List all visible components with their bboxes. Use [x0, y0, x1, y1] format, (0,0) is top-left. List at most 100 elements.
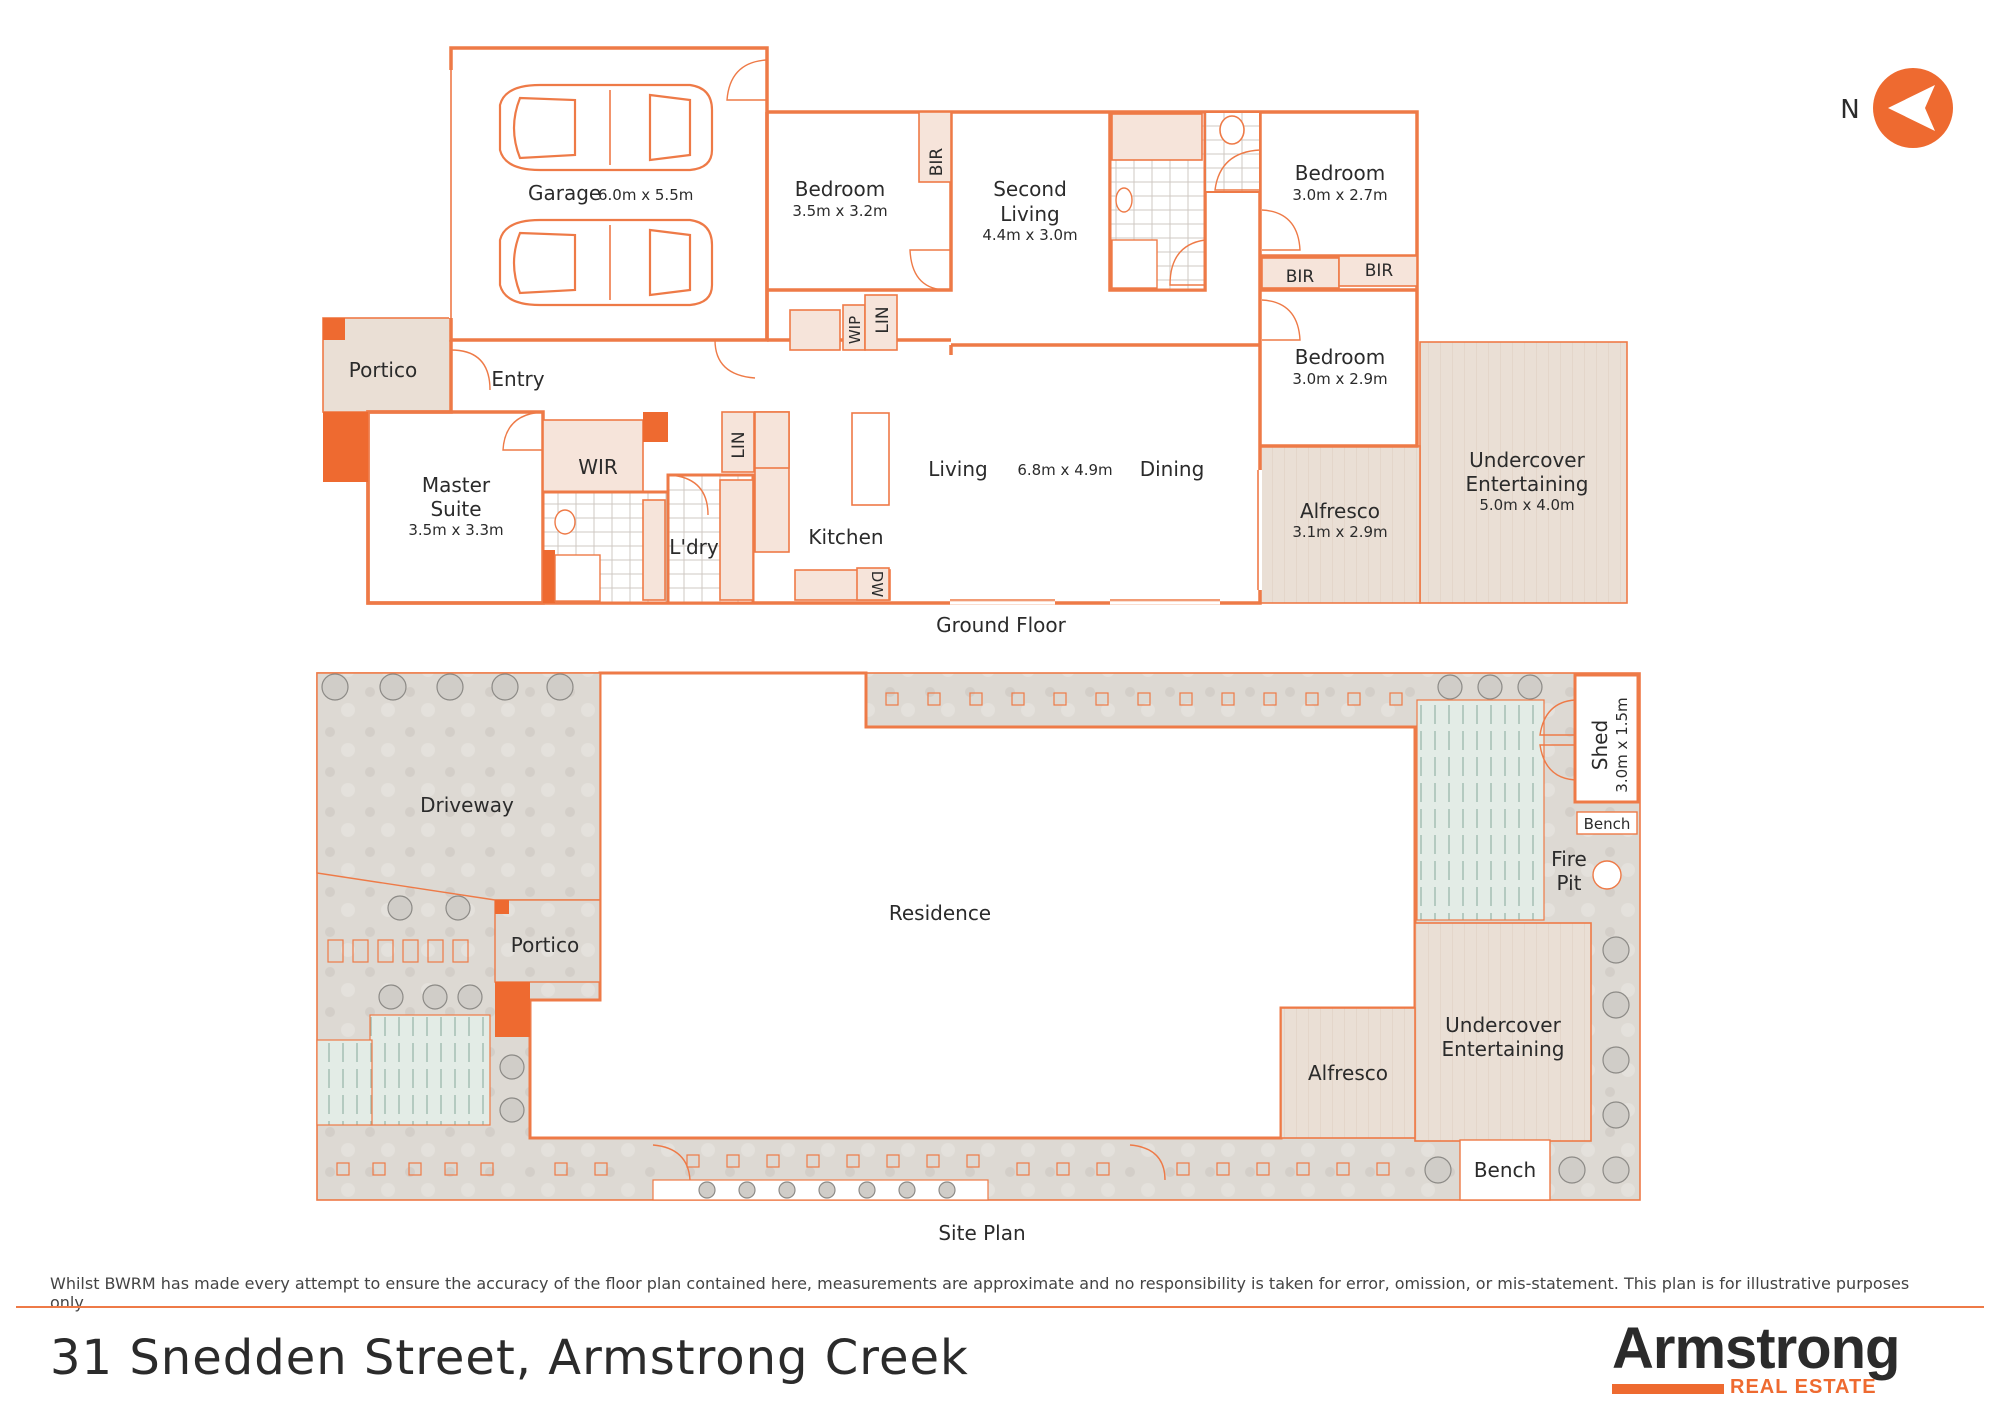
pavers-top — [885, 692, 1403, 706]
brand-name: Armstrong — [1612, 1316, 1900, 1381]
fire-pit-label-2: Pit — [1556, 871, 1581, 895]
fire-pit-label-1: Fire — [1551, 847, 1587, 871]
brand-logo: Armstrong REAL ESTATE — [1612, 1318, 1922, 1398]
shed — [1573, 673, 1640, 804]
bathtub — [1111, 113, 1203, 161]
compass-arrow-icon — [1888, 85, 1935, 131]
wc-door-swing — [1214, 149, 1261, 191]
basin-icon — [1115, 187, 1133, 213]
shed-door-swing-2 — [1539, 744, 1576, 781]
front-lawn — [369, 1014, 491, 1126]
portico-label: Portico — [349, 358, 417, 382]
portico-site — [494, 899, 601, 983]
alfresco-site-label: Alfresco — [1308, 1061, 1388, 1085]
site-plan: Driveway Portico Residence Shed 3.0m x 1… — [316, 671, 1641, 1245]
undercover-label-2: Entertaining — [1466, 472, 1589, 496]
portico-site-pillar — [495, 900, 509, 914]
laundry-door-swing — [669, 474, 709, 516]
ground-floor: Garage 6.0m x 5.5m Bedroom 3.5m x 3.2m B… — [322, 46, 1628, 637]
residence-label: Residence — [889, 901, 991, 925]
portico-pillar — [323, 318, 345, 340]
undercover-label-1: Undercover — [1469, 448, 1585, 472]
master-label-1: Master — [422, 473, 491, 497]
undercover-site — [1414, 922, 1592, 1142]
north-label: N — [1840, 95, 1859, 125]
ensuite-pillar — [543, 550, 555, 603]
floor-plan: Garage 6.0m x 5.5m Bedroom 3.5m x 3.2m B… — [316, 46, 1953, 1245]
shower — [1111, 239, 1158, 289]
dining-label: Dining — [1140, 457, 1205, 481]
garage-house-door-swing — [714, 339, 756, 379]
living-label: Living — [928, 457, 987, 481]
brand-tagline: REAL ESTATE — [1730, 1376, 1877, 1398]
brand-bar — [1612, 1384, 1724, 1394]
garage-label: Garage — [528, 181, 601, 205]
bedroom-1-size: 3.5m x 3.2m — [792, 202, 887, 220]
bedroom-2-size: 3.0m x 2.7m — [1292, 186, 1387, 204]
laundry-bench — [719, 479, 754, 601]
bir-1-cupboard — [918, 111, 952, 183]
divider — [16, 1306, 1984, 1308]
bench-1 — [1576, 811, 1638, 835]
dw-cupboard — [856, 567, 890, 601]
entry-label: Entry — [491, 367, 544, 391]
shed-door-swing-1 — [1539, 699, 1576, 736]
portico-site-label: Portico — [511, 933, 579, 957]
front-lawn-2 — [316, 1039, 373, 1126]
bench-2-label: Bench — [1474, 1158, 1536, 1182]
alfresco-size: 3.1m x 2.9m — [1292, 523, 1387, 541]
north-compass: N — [1840, 68, 1953, 148]
bedroom-2-label: Bedroom — [1295, 161, 1385, 185]
lin-2-label: LIN — [729, 431, 749, 458]
shed-size: 3.0m x 1.5m — [1613, 697, 1631, 792]
bir-1-label: BIR — [927, 148, 947, 177]
pavers-bottom — [336, 1154, 1390, 1176]
bir-2-cupboard — [1261, 257, 1340, 289]
hall-cupboard — [789, 309, 841, 351]
wip-label: WIP — [846, 316, 864, 344]
master-pillar-top — [323, 412, 368, 482]
kitchen-label: Kitchen — [808, 525, 883, 549]
undercover-size: 5.0m x 4.0m — [1479, 496, 1574, 514]
bir-2-label: BIR — [1286, 267, 1315, 287]
bed2-door-swing — [1261, 209, 1301, 251]
ensuite-toilet-icon — [554, 509, 576, 535]
laundry-label: L'dry — [669, 535, 719, 559]
bath-door-swing — [1169, 239, 1206, 286]
property-address: 31 Snedden Street, Armstrong Creek — [50, 1330, 969, 1386]
bedroom-3-size: 3.0m x 2.9m — [1292, 370, 1387, 388]
alfresco-site — [1280, 1007, 1416, 1139]
lin-2-cupboard — [721, 411, 755, 473]
bir-3-label: BIR — [1365, 261, 1394, 281]
garage-entry-door-swing — [726, 59, 768, 101]
side-gate-swing-1 — [652, 1144, 691, 1181]
master-size: 3.5m x 3.3m — [408, 521, 503, 539]
bed1-door-swing — [909, 249, 952, 291]
backyard-lawn — [1416, 699, 1545, 921]
garage-size: 6.0m x 5.5m — [598, 186, 693, 204]
living-size: 6.8m x 4.9m — [1017, 461, 1112, 479]
portico-site-pillar-2 — [495, 982, 530, 1037]
ground-floor-caption: Ground Floor — [936, 613, 1066, 637]
side-gate-swing-2 — [1129, 1144, 1166, 1181]
wir-label: WIR — [578, 455, 618, 479]
bed3-door-swing — [1261, 299, 1301, 341]
master-door-swing — [502, 411, 544, 451]
bir-3-cupboard — [1338, 255, 1418, 287]
second-living-size: 4.4m x 3.0m — [982, 226, 1077, 244]
car-top — [498, 83, 714, 172]
pantry-cupboard — [754, 411, 790, 469]
front-door-swing — [450, 349, 491, 391]
toilet-icon — [1219, 115, 1245, 145]
undercover-site-label-1: Undercover — [1445, 1013, 1561, 1037]
shrubs — [321, 673, 1630, 1199]
second-living-label-1: Second — [993, 177, 1067, 201]
shed-label: Shed — [1588, 720, 1612, 770]
alfresco-label: Alfresco — [1300, 499, 1380, 523]
undercover-site-label-2: Entertaining — [1442, 1037, 1565, 1061]
fire-pit-icon — [1592, 860, 1622, 890]
bench-2 — [1459, 1139, 1551, 1201]
undercover-area — [1419, 341, 1628, 604]
bench-1-label: Bench — [1584, 815, 1631, 833]
wir-cupboard — [542, 419, 644, 493]
